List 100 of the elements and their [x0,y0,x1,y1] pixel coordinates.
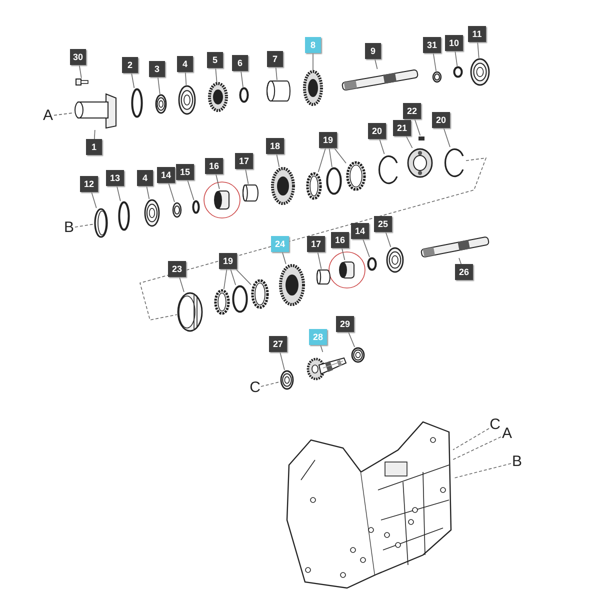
leader-line [146,186,150,200]
leader-line [185,72,187,86]
leader-line [187,180,194,200]
synchro-ring-drawing [346,161,366,191]
snap-ring-drawing [192,200,200,214]
leader-line [454,50,458,66]
callout-number: 4 [177,56,193,72]
retaining-ring-drawing [444,147,466,177]
bearing-drawing [155,94,167,114]
leader-line [282,252,286,264]
leader-line [179,276,184,292]
leader-line [230,268,236,286]
sleeve-drawing [242,184,258,202]
leader-line [158,76,160,94]
leader-line [74,224,94,228]
callout-number: 9 [365,43,381,59]
snap-ring-drawing [232,285,248,313]
leader-line [312,52,314,70]
leader-line [477,42,480,58]
callout-number: 6 [232,55,248,71]
sleeve-drawing [316,269,330,285]
callout-number: 24 [271,236,289,252]
leader-line [406,136,413,148]
reference-letter: B [511,454,523,470]
bearing-drawing [178,85,196,115]
callout-number: 14 [157,167,175,183]
leader-line [348,332,355,348]
pin-drawing [418,136,424,140]
leader-line [91,192,97,208]
callout-number: 2 [122,57,138,73]
callout-number: 17 [235,153,253,169]
bearing-drawing [144,199,160,227]
snap-ring-drawing [239,87,249,103]
synchro-ring-drawing [306,172,322,200]
leader-line [452,463,512,479]
callout-number: 4 [137,170,153,186]
retaining-ring-drawing [378,154,400,184]
leader-line [342,248,346,260]
leader-line [452,428,490,450]
snap-ring-drawing [326,167,342,195]
callout-number: 12 [80,176,98,192]
leader-line [334,148,346,164]
leader-line [362,238,370,258]
leader-line [328,148,332,168]
callout-number: 26 [455,264,473,280]
leader-line [260,381,280,387]
leader-line [432,52,436,72]
callout-number: 20 [368,123,386,139]
callout-number: 23 [168,261,186,277]
callout-number: 18 [266,138,284,154]
leader-line [78,64,82,78]
leader-line [320,344,324,352]
reference-letter: C [249,380,261,396]
leader-line [216,174,220,190]
leader-line [318,148,326,172]
leader-line [54,112,74,116]
leader-line [280,352,285,370]
leader-line [235,268,252,286]
leader-line [215,68,218,82]
callout-number: 14 [351,223,369,239]
leader-line [374,58,378,70]
leader-line [224,268,228,290]
snap-ring-drawing [131,88,143,118]
bolt-drawing [75,78,89,86]
gear-drawing [208,82,228,112]
callout-number: 16 [205,158,223,174]
reference-letter: A [42,108,54,124]
sleeve-drawing [266,80,290,102]
reference-letter: A [501,426,513,442]
callout-number: 3 [149,61,165,77]
leader-line [245,168,249,184]
gear-drawing [279,264,305,306]
callout-number: 22 [403,103,421,119]
leader-line [452,436,502,460]
bearing-drawing [351,347,365,363]
callout-number: 25 [374,216,392,232]
leader-line [317,252,322,270]
gear-drawing [271,167,295,205]
bearing-drawing [386,247,404,273]
callout-number: 20 [432,112,450,128]
leader-line [276,154,280,168]
callout-number: 17 [307,236,325,252]
washer-drawing [172,202,182,218]
leader-line [275,66,278,80]
callout-number: 10 [445,35,463,51]
seal-drawing [94,208,108,238]
callout-number: 1 [86,139,102,155]
callout-number: 11 [468,26,486,42]
synchro-ring-drawing [214,289,230,315]
snap-ring-drawing [118,201,130,231]
callout-number: 28 [309,329,327,345]
callout-number: 21 [393,120,411,136]
snap-ring-drawing [453,66,463,78]
leader-line [140,158,487,320]
synchro-ring-drawing [251,279,269,309]
leader-line [379,138,385,154]
bushing-drawing [338,260,356,280]
callout-number: 15 [176,164,194,180]
snap-ring-drawing [367,257,377,271]
callout-number: 7 [267,51,283,67]
